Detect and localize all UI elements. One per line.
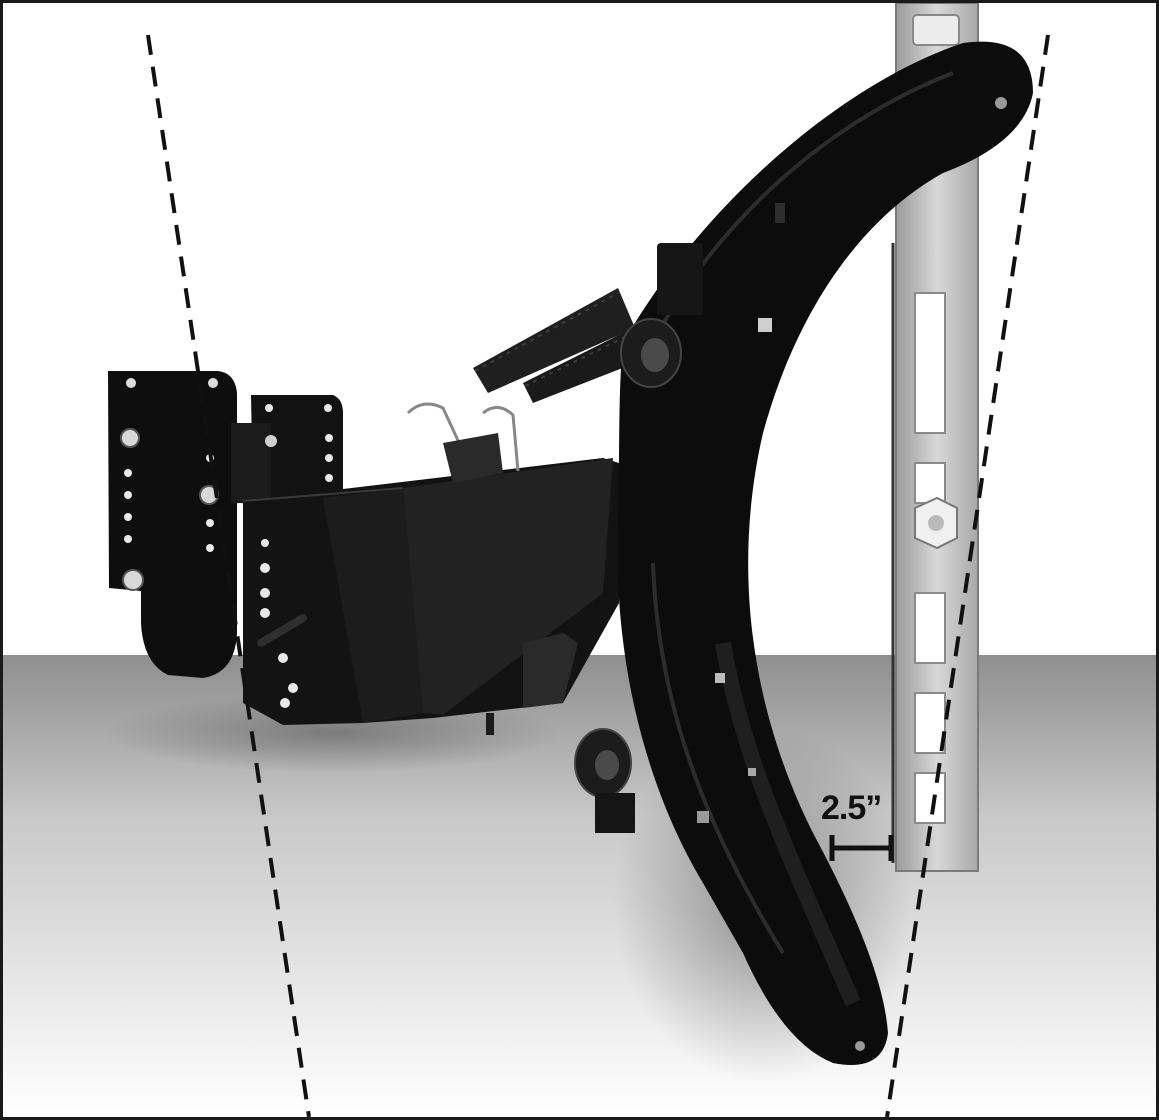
trip-springs	[406, 288, 648, 483]
a-frame	[242, 458, 619, 735]
plow-blade	[617, 41, 1033, 1066]
guide-line-right	[885, 34, 1050, 1117]
measurement-marker	[829, 835, 894, 861]
level-tool	[891, 3, 979, 872]
measurement-label: 2.5”	[821, 789, 882, 827]
mount-bracket	[108, 371, 343, 678]
plow-photo	[3, 3, 1156, 1117]
blade-pivots	[574, 243, 703, 833]
guide-line-left	[146, 34, 311, 1117]
